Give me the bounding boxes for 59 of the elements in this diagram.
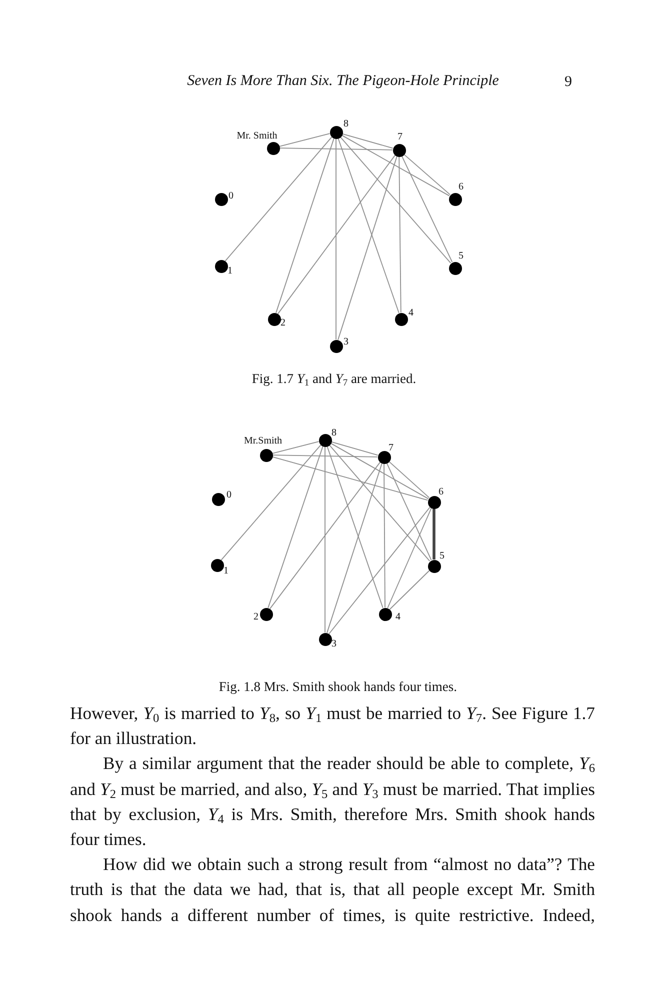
edge-line [276, 138, 334, 314]
edge-line [330, 442, 429, 500]
vertex-label: 3 [332, 638, 336, 650]
running-header: Seven Is More Than Six. The Pigeon-Hole Principle [186, 72, 500, 90]
edge-line [326, 446, 384, 608]
vertex-label: 1 [224, 566, 228, 576]
body-paragraph: However, Y$_{0}$ is married to Y$_{8}$, so Y$_{1}$ must be married to Y$_{7}$. See Figure 1.7 for an illustration. [70, 702, 595, 750]
edge-line [340, 136, 452, 264]
body-paragraph: How did we obtain such a strong result from “almost no data”? The truth is that the data we had, that is, that all people except Mr. Smith shook hands a different number of times, is quite restrictive. Indeed, [70, 853, 595, 927]
edge-line [279, 148, 393, 150]
edge-line [401, 155, 453, 263]
edge-line [272, 456, 428, 501]
edge-line [389, 570, 430, 610]
edge-line [403, 154, 451, 196]
edge-line [269, 462, 381, 610]
vertex-label: Mr. Smith [236, 130, 278, 142]
edge-line [432, 508, 436, 560]
edge-line [338, 138, 400, 314]
edge-line [342, 133, 394, 149]
vertex-label: 3 [344, 336, 348, 348]
vertex-label: 8 [344, 118, 348, 130]
vertex-label: 1 [228, 266, 232, 276]
vertex-label: 5 [440, 550, 444, 562]
edge-line [386, 462, 432, 561]
edge-line [272, 454, 378, 458]
page-number: 9 [564, 73, 572, 91]
vertex-label: 6 [438, 486, 444, 498]
edge-line [341, 134, 450, 196]
edge-line [328, 444, 430, 562]
body-paragraph: By a similar argument that the reader should be able to complete, Y$_{6}$ and Y$_{2}$ must be married, and also, Y$_{5}$ and Y$_{3}$ must be married. That implies that by exclusion, Y$_{4}$ is Mrs. Smith, therefore Mrs. Smith shook hands four times. [70, 752, 595, 852]
vertex-label: Mr.Smith [244, 436, 282, 446]
vertex-label: 7 [398, 132, 402, 142]
vertex-label: 2 [280, 318, 286, 328]
vertex-label: 8 [332, 428, 336, 438]
edge-line [328, 506, 430, 634]
edge-line [272, 441, 320, 454]
edge-line [398, 156, 402, 313]
edge-line [384, 463, 386, 608]
edge-line [387, 508, 432, 608]
edge-line [278, 133, 330, 147]
vertex-label: 7 [388, 442, 394, 454]
edge-line [277, 154, 396, 314]
vertex-label: 6 [458, 182, 464, 192]
edge-line [388, 460, 430, 498]
vertex-label: 4 [408, 308, 414, 318]
vertex-label: 4 [396, 612, 400, 622]
figure-caption: Fig. 1.7 Y$_{1}$ and Y$_{7}$ are married. [250, 370, 418, 388]
edge-line [338, 156, 398, 340]
edge-line [326, 462, 382, 634]
vertex-label: 2 [254, 612, 258, 622]
figure-caption: Fig. 1.8 Mrs. Smith shook hands four times. [218, 678, 458, 696]
edge-line [324, 446, 326, 633]
vertex-label: 0 [226, 490, 232, 500]
edge-line [224, 136, 332, 262]
edge-line [330, 441, 378, 456]
vertex-label: 0 [228, 190, 234, 202]
edge-line [220, 444, 322, 561]
vertex-label: 5 [458, 250, 464, 262]
edge-line [268, 446, 324, 608]
